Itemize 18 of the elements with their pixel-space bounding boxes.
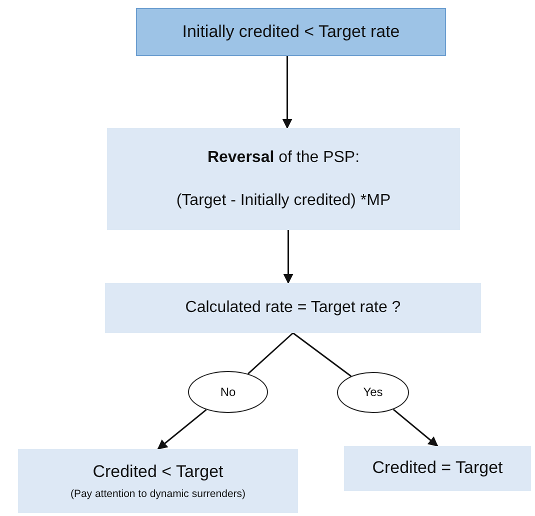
arrow xyxy=(283,230,294,284)
process-box xyxy=(18,449,298,513)
box-text: Credited < Target xyxy=(92,462,224,482)
box-text: Calculated rate = Target rate ? xyxy=(185,298,401,318)
arrow xyxy=(157,409,207,450)
arrow xyxy=(282,56,292,129)
box-note: (Target - Initially credited) *MP xyxy=(176,191,391,210)
box-text: Credited = Target xyxy=(372,458,503,479)
process-box xyxy=(136,8,446,56)
arrow xyxy=(392,408,438,447)
box-text: Initially credited < Target rate xyxy=(182,22,400,42)
box-note: (Pay attention to dynamic surrenders) xyxy=(70,488,246,500)
process-box xyxy=(344,446,531,491)
process-box xyxy=(105,283,481,333)
process-box xyxy=(107,128,460,230)
box-text: Yes xyxy=(363,385,383,400)
box-text: Reversal of the PSP: xyxy=(207,148,360,167)
box-text: No xyxy=(220,384,236,400)
